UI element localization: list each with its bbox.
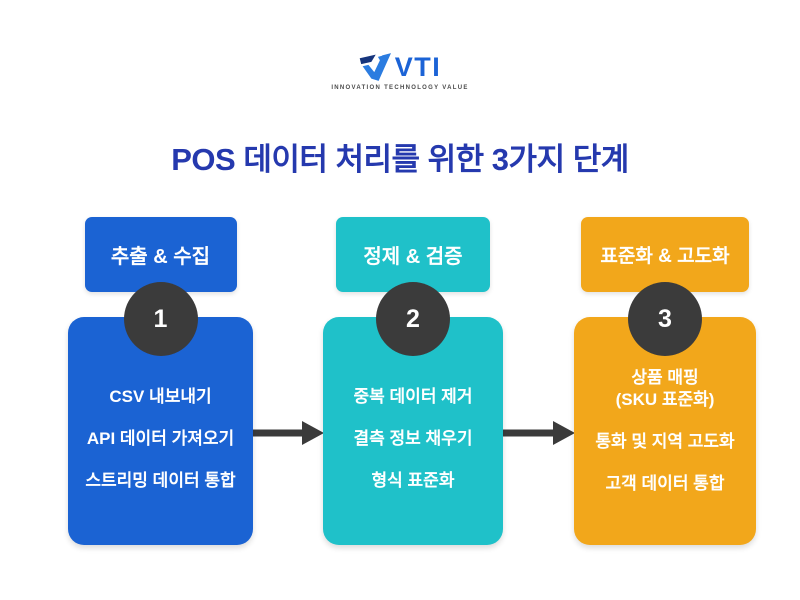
- logo-row: VTI: [359, 52, 442, 82]
- page-title: POS 데이터 처리를 위한 3가지 단계: [171, 142, 629, 177]
- step-column-1: 추출 & 수집 1 CSV 내보내기 API 데이터 가져오기 스트리밍 데이터…: [68, 217, 253, 547]
- flow-arrow-2-icon: [502, 421, 575, 445]
- step-2-number-badge: 2: [376, 282, 450, 356]
- logo: VTI INNOVATION TECHNOLOGY VALUE: [0, 52, 800, 91]
- step-1-number-badge: 1: [123, 282, 198, 356]
- logo-text: VTI: [394, 51, 442, 82]
- step-1-header: 추출 & 수집: [84, 217, 237, 292]
- flow-arrow-1-icon: [251, 421, 324, 445]
- step-3-number-badge: 3: [628, 282, 702, 356]
- step-3-item: 통화 및 지역 고도화: [595, 432, 735, 451]
- step-3-item: 고객 데이터 통합: [605, 474, 725, 493]
- step-column-2: 정제 & 검증 2 중복 데이터 제거 결측 정보 채우기 형식 표준화: [323, 217, 503, 547]
- step-1-item: CSV 내보내기: [109, 387, 212, 406]
- step-3-item-line: (SKU 표준화): [615, 390, 715, 409]
- step-2-item: 결측 정보 채우기: [353, 429, 473, 448]
- vti-logo-icon: [359, 53, 391, 81]
- step-2-item: 형식 표준화: [371, 471, 455, 490]
- step-3-item: 상품 매핑 (SKU 표준화): [616, 367, 715, 411]
- step-3-header: 표준화 & 고도화: [581, 217, 749, 292]
- step-3-item-line: 상품 매핑: [631, 368, 699, 387]
- step-2-item: 중복 데이터 제거: [353, 387, 473, 406]
- step-1-item: API 데이터 가져오기: [86, 429, 235, 448]
- logo-tagline: INNOVATION TECHNOLOGY VALUE: [331, 85, 469, 91]
- step-1-item: 스트리밍 데이터 통합: [85, 471, 236, 490]
- step-column-3: 표준화 & 고도화 3 상품 매핑 (SKU 표준화) 통화 및 지역 고도화 …: [574, 217, 756, 547]
- step-2-header: 정제 & 검증: [336, 217, 490, 292]
